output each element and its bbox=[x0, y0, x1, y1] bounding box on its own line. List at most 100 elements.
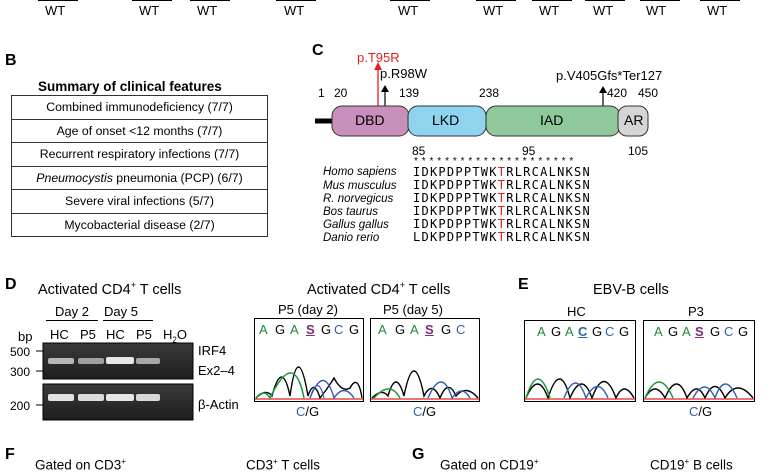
domain-lkd: LKD bbox=[432, 112, 460, 128]
align-95: 95 bbox=[522, 144, 536, 158]
base: G bbox=[668, 324, 679, 339]
base: G bbox=[395, 322, 406, 337]
base: G bbox=[619, 324, 630, 339]
base: G bbox=[592, 324, 603, 339]
chrom-hc-title: HC bbox=[567, 304, 586, 319]
wt-label: WT bbox=[284, 3, 305, 18]
lane-p5: P5 bbox=[80, 327, 96, 342]
panel-e-letter: E bbox=[518, 276, 529, 293]
pos-450: 450 bbox=[638, 86, 659, 100]
pcp-italic: Pneumocystis bbox=[36, 170, 113, 185]
base: G bbox=[738, 324, 749, 339]
gel-title: Activated CD4+ T cells bbox=[38, 280, 182, 298]
pos-1: 1 bbox=[318, 86, 325, 100]
chrom-title: Activated CD4+ T cells bbox=[307, 280, 451, 298]
species-name: Danio rerio bbox=[323, 232, 380, 244]
base-mutant: S bbox=[425, 322, 434, 337]
chromatogram-p3 bbox=[643, 320, 755, 402]
chrom-p3-title: P3 bbox=[688, 304, 704, 319]
domain-dbd: DBD bbox=[355, 112, 385, 128]
table-row: Severe viral infections (5/7) bbox=[12, 190, 267, 214]
base: A bbox=[537, 324, 546, 339]
chromatogram-hc bbox=[524, 320, 636, 402]
pos-20: 20 bbox=[334, 86, 348, 100]
table-row: Recurrent respiratory infections (7/7) bbox=[12, 143, 267, 167]
species-name: Bos taurus bbox=[323, 206, 378, 218]
conservation-stars: * * * * * * * * * * * * * * * * * * * * … bbox=[414, 156, 574, 167]
base: C bbox=[724, 324, 734, 339]
cg-label: C/G bbox=[296, 404, 320, 419]
base: A bbox=[565, 324, 574, 339]
gated-cd19: Gated on CD19+ bbox=[440, 457, 539, 473]
mutation-v405: p.V405Gfs*Ter127 bbox=[556, 68, 663, 83]
base: A bbox=[290, 322, 299, 337]
wt-label: WT bbox=[139, 3, 160, 18]
base: C bbox=[605, 324, 615, 339]
table-row: Pneumocystis pneumonia (PCP) (6/7) bbox=[12, 167, 267, 190]
wt-label: WT bbox=[398, 3, 419, 18]
panel-c-letter: C bbox=[312, 42, 324, 59]
domain-ar: AR bbox=[624, 112, 644, 128]
base: A bbox=[259, 322, 268, 337]
base: G bbox=[275, 322, 286, 337]
chromatogram-p5-day5 bbox=[370, 318, 480, 402]
gel-image bbox=[36, 342, 194, 421]
align-105: 105 bbox=[628, 144, 649, 158]
base: A bbox=[682, 324, 691, 339]
mutation-r98w: p.R98W bbox=[380, 66, 427, 81]
panel-b-letter: B bbox=[5, 52, 17, 69]
wt-label: WT bbox=[593, 3, 614, 18]
panel-d-letter: D bbox=[5, 276, 17, 293]
base: A bbox=[654, 324, 663, 339]
sequence-row: IDKPDPPTWKTRLRCALNKSN bbox=[413, 217, 591, 231]
species-name: Homo sapiens bbox=[323, 166, 397, 178]
sequence-row: IDKPDPPTWKTRLRCALNKSN bbox=[413, 178, 591, 192]
lane-h2o: H2O bbox=[163, 327, 187, 345]
marker-200: 200 bbox=[10, 399, 31, 413]
ex2-4-label: Ex2–4 bbox=[198, 363, 235, 378]
sequence-row: IDKPDPPTWKTRLRCALNKSN bbox=[413, 165, 591, 179]
species-name: Mus musculus bbox=[323, 180, 397, 192]
sequence-row: LDKPDPPTWKTRLRCALNKSN bbox=[413, 230, 591, 244]
pos-238: 238 bbox=[479, 86, 500, 100]
base: A bbox=[410, 322, 419, 337]
table-row: Mycobacterial disease (2/7) bbox=[64, 217, 215, 232]
sequence-row: IDKPDPPTWKTRLRCALNKSN bbox=[413, 204, 591, 218]
base: G bbox=[710, 324, 721, 339]
table-row: Age of onset <12 months (7/7) bbox=[12, 120, 267, 143]
base: G bbox=[441, 322, 452, 337]
base: G bbox=[321, 322, 332, 337]
domain-iad: IAD bbox=[540, 112, 564, 128]
wt-label: WT bbox=[45, 3, 66, 18]
base-highlight: C bbox=[578, 324, 588, 339]
gated-cd3: Gated on CD3+ bbox=[35, 457, 126, 473]
day2-label: Day 2 bbox=[55, 304, 89, 319]
marker-300: 300 bbox=[10, 365, 31, 379]
lane-hc: HC bbox=[106, 327, 125, 342]
day5-label: Day 5 bbox=[104, 304, 138, 319]
panel-g-letter: G bbox=[412, 446, 425, 463]
beta-actin-label: β-Actin bbox=[198, 397, 239, 412]
wt-label: WT bbox=[197, 3, 218, 18]
ebv-title: EBV-B cells bbox=[593, 282, 669, 298]
bp-label: bp bbox=[18, 329, 33, 344]
base: C bbox=[334, 322, 344, 337]
lane-p5: P5 bbox=[136, 327, 152, 342]
species-name: R. norvegicus bbox=[323, 193, 394, 205]
lane-hc: HC bbox=[50, 327, 69, 342]
clinical-summary-title: Summary of clinical features bbox=[38, 79, 222, 94]
pos-139: 139 bbox=[399, 86, 420, 100]
base: G bbox=[551, 324, 562, 339]
base-mutant: S bbox=[306, 322, 315, 337]
chrom-p5-day2-title: P5 (day 2) bbox=[278, 302, 338, 317]
align-85: 85 bbox=[412, 144, 426, 158]
cd19-b-cells: CD19+ B cells bbox=[650, 457, 733, 473]
clinical-summary-table: Combined immunodeficiency (7/7) Age of o… bbox=[11, 95, 268, 237]
base: A bbox=[378, 322, 387, 337]
pos-420: 420 bbox=[607, 86, 628, 100]
wt-label: WT bbox=[707, 3, 728, 18]
table-row: Combined immunodeficiency (7/7) bbox=[12, 96, 267, 120]
wt-label: WT bbox=[539, 3, 560, 18]
chrom-p5-day5-title: P5 (day 5) bbox=[383, 302, 443, 317]
cg-label: C/G bbox=[413, 404, 437, 419]
